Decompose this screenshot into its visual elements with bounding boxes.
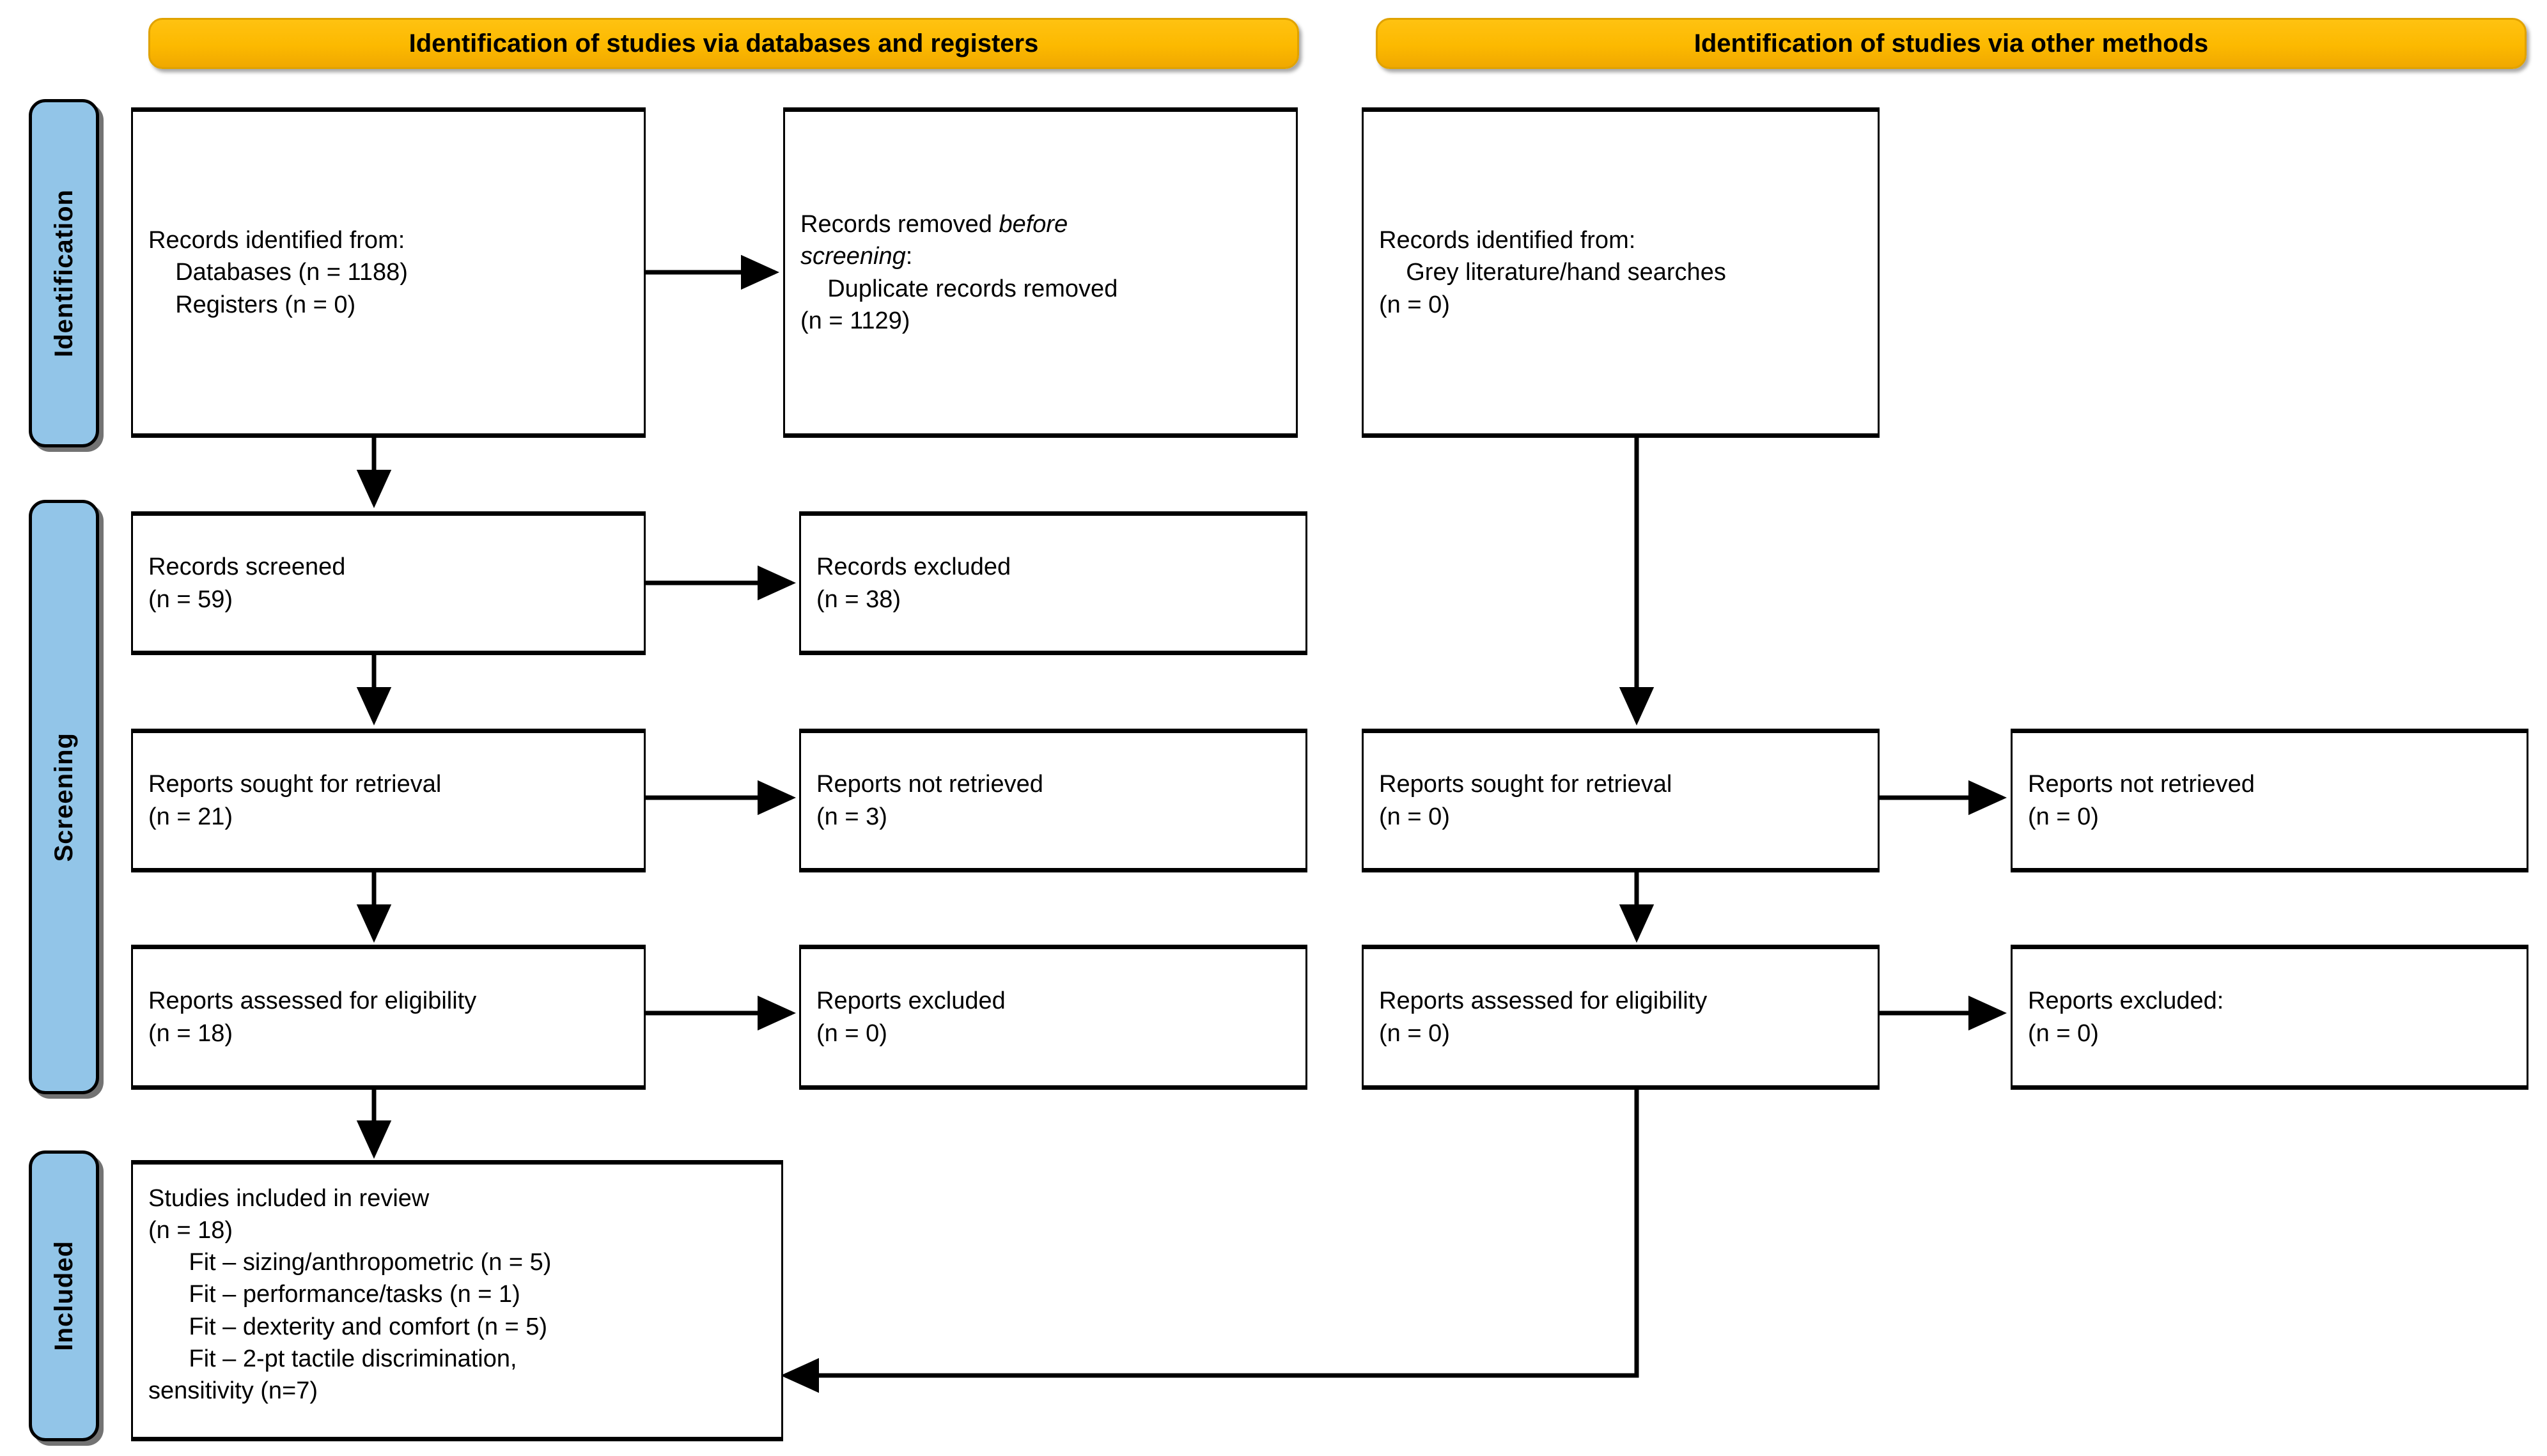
box-reports-assessed-left: Reports assessed for eligibility (n = 18… [131, 945, 646, 1090]
box-records-identified-other: Records identified from: Grey literature… [1362, 107, 1880, 438]
box-records-screened: Records screened (n = 59) [131, 511, 646, 655]
box-reports-not-retrieved-right-text: Reports not retrieved (n = 0) [2028, 771, 2255, 830]
section-header-databases-label: Identification of studies via databases … [409, 29, 1039, 58]
phase-label-screening: Screening [49, 732, 78, 862]
box-reports-sought-left: Reports sought for retrieval (n = 21) [131, 729, 646, 872]
box-reports-sought-left-text: Reports sought for retrieval (n = 21) [148, 771, 442, 830]
box-reports-sought-right-text: Reports sought for retrieval (n = 0) [1379, 771, 1672, 830]
arrow-right-assessed-to-included [780, 1090, 1639, 1393]
section-header-other-methods: Identification of studies via other meth… [1376, 18, 2527, 69]
box-reports-not-retrieved-right: Reports not retrieved (n = 0) [2011, 729, 2528, 872]
phase-tab-identification: Identification [29, 99, 99, 447]
box-records-identified-databases: Records identified from: Databases (n = … [131, 107, 646, 438]
box-records-identified-other-text: Records identified from: Grey literature… [1379, 227, 1726, 318]
box-studies-included-text: Studies included in review (n = 18) Fit … [148, 1185, 552, 1404]
box-reports-excluded-left-text: Reports excluded (n = 0) [816, 987, 1006, 1047]
box-studies-included: Studies included in review (n = 18) Fit … [131, 1160, 783, 1441]
box-reports-excluded-left: Reports excluded (n = 0) [799, 945, 1307, 1090]
phase-label-identification: Identification [49, 189, 78, 357]
section-header-other-methods-label: Identification of studies via other meth… [1694, 29, 2209, 58]
box-reports-assessed-right-text: Reports assessed for eligibility (n = 0) [1379, 987, 1708, 1047]
section-header-databases: Identification of studies via databases … [148, 18, 1299, 69]
box-records-excluded: Records excluded (n = 38) [799, 511, 1307, 655]
box-reports-not-retrieved-left-text: Reports not retrieved (n = 3) [816, 771, 1043, 830]
box-records-screened-text: Records screened (n = 59) [148, 554, 346, 613]
box-records-excluded-text: Records excluded (n = 38) [816, 554, 1011, 613]
box-reports-assessed-right: Reports assessed for eligibility (n = 0) [1362, 945, 1880, 1090]
phase-label-included: Included [49, 1241, 78, 1351]
box-reports-assessed-left-text: Reports assessed for eligibility (n = 18… [148, 987, 477, 1047]
box-reports-excluded-right-text: Reports excluded: (n = 0) [2028, 987, 2224, 1047]
box-records-removed-before-screening: Records removed before screening: Duplic… [783, 107, 1298, 438]
box-records-removed-before-screening-text: Records removed before screening: Duplic… [800, 211, 1118, 334]
box-reports-sought-right: Reports sought for retrieval (n = 0) [1362, 729, 1880, 872]
box-reports-excluded-right: Reports excluded: (n = 0) [2011, 945, 2528, 1090]
phase-tab-screening: Screening [29, 500, 99, 1094]
box-records-identified-databases-text: Records identified from: Databases (n = … [148, 227, 408, 318]
phase-tab-included: Included [29, 1150, 99, 1441]
box-reports-not-retrieved-left: Reports not retrieved (n = 3) [799, 729, 1307, 872]
